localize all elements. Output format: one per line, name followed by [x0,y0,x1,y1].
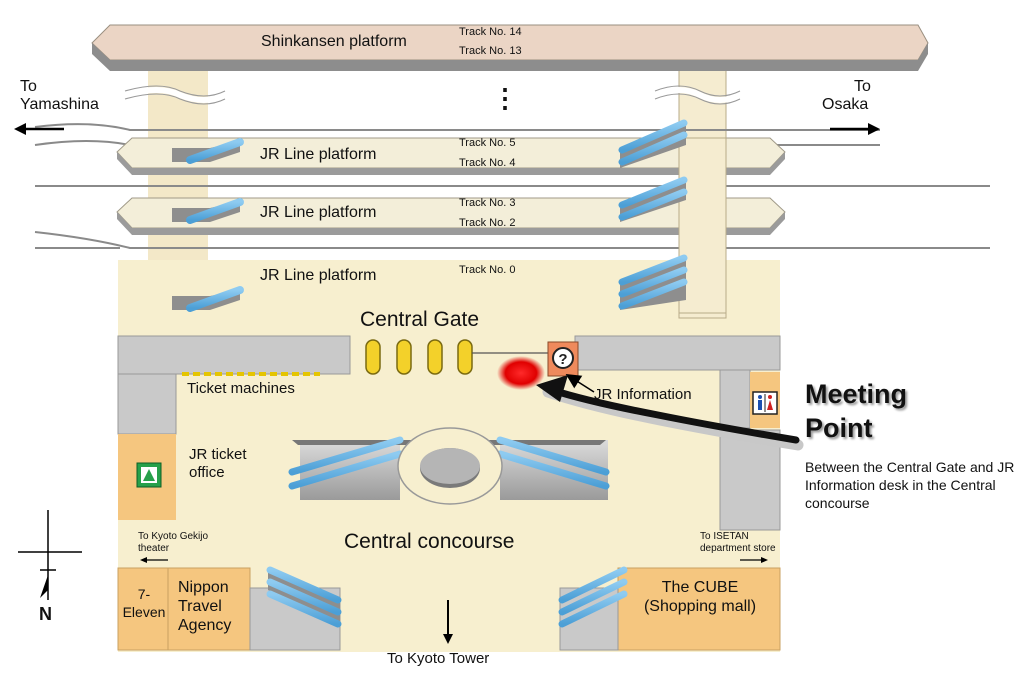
escalator-east-3 [618,254,688,310]
question-mark-icon: ? [558,351,567,368]
escalator-south-west [249,566,342,651]
jr-platform-label-1: JR Line platform [260,146,377,163]
nippon-travel-block [167,567,251,651]
arrow-west-icon [14,123,64,135]
east-direction-to: To [854,78,871,95]
ticket-machines-label: Ticket machines [187,380,295,397]
arrow-south-icon [443,600,453,644]
track-5-label: Track No. 5 [459,137,516,149]
meeting-point-title-2: Point [805,413,873,443]
seven-eleven-block [117,567,169,651]
track-0-label: Track No. 0 [459,264,516,276]
escalator-east-2 [618,176,688,222]
escalator-south-east [558,566,628,651]
gekijo-direction-label-2: theater [138,543,170,554]
cube-block [617,567,781,651]
shinkansen-platform-label: Shinkansen platform [261,33,407,50]
shinkansen-platform [91,24,929,71]
jr-platform-label-3: JR Line platform [260,267,377,284]
track-4-label: Track No. 4 [459,157,516,169]
jr-platform-label-2: JR Line platform [260,204,377,221]
escalator-west-1 [172,138,244,164]
gekijo-direction-label: To Kyoto Gekijo [138,531,209,542]
arrow-isetan-icon [740,557,768,563]
break-marks-outline [124,85,741,105]
meeting-point-description: Between the Central Gate and JR Informat… [805,459,1015,511]
nippon-travel-label: Nippon Travel Agency [178,579,232,634]
meeting-point-marker [497,356,545,390]
central-escalator-well [288,427,610,505]
west-direction-place: Yamashina [20,96,99,113]
wall-block-east [574,335,781,531]
track-ellipsis: ⋮ [492,83,518,113]
track-13-label: Track No. 13 [459,45,522,57]
compass-icon [18,510,82,600]
track-3-label: Track No. 3 [459,197,516,209]
escalator-west-2 [172,198,244,224]
central-concourse-label: Central concourse [344,530,515,553]
arrow-gekijo-icon [140,557,168,563]
east-bridge-front [678,137,727,314]
restroom-icon [752,391,778,415]
seven-eleven-label: 7- Eleven [122,586,166,620]
central-gate-ticket-gates [365,339,473,375]
arrow-east-icon [830,123,880,135]
jr-info-pointer [565,373,595,393]
jr-information-label: JR Information [594,386,692,403]
compass-north-label: N [39,604,52,624]
jr-platform-middle [116,197,786,235]
escalator-west-3 [172,286,244,312]
west-direction-to: To [20,78,37,95]
kyoto-tower-direction-label: To Kyoto Tower [387,650,490,667]
isetan-direction-label-2: department store [700,543,776,554]
meeting-point-arrow [536,375,804,451]
track-2-label: Track No. 2 [459,217,516,229]
jr-information-desk: ? [547,341,579,377]
track-14-label: Track No. 14 [459,26,522,38]
escalator-east-1 [618,119,688,168]
wall-block-west [117,335,351,435]
isetan-direction-label: To ISETAN [700,531,749,542]
meeting-point-title-1: Meeting [805,379,908,409]
break-marks [124,87,742,103]
jr-ticket-office-label: JR ticket office [189,446,247,481]
east-direction-place: Osaka [822,96,869,113]
green-window-icon [136,462,162,488]
cube-label: The CUBE (Shopping mall) [643,579,757,615]
jr-platform-upper [116,137,786,175]
central-gate-label: Central Gate [360,308,480,331]
